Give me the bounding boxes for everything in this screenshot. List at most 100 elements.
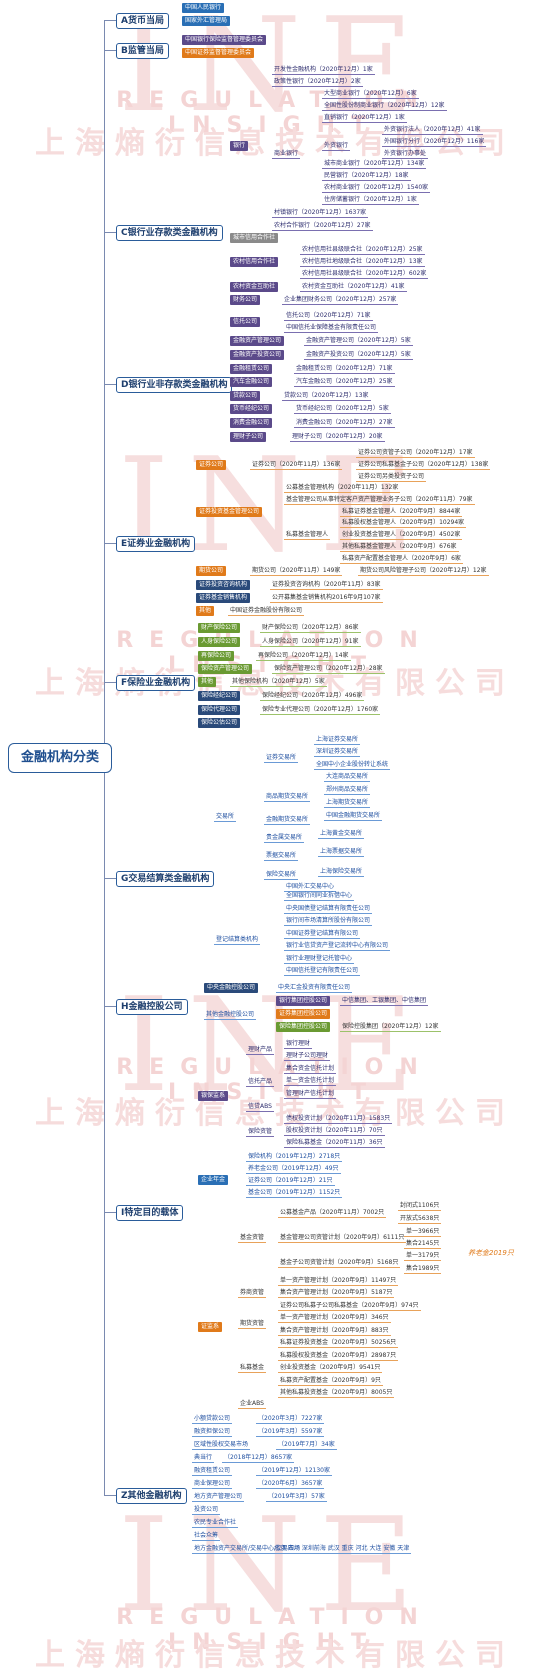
tree-node[interactable]: 人身保险公司 (198, 637, 241, 647)
tree-node[interactable]: 银行集团控股公司 (276, 996, 331, 1006)
tree-node[interactable]: 金融租赁公司 (230, 364, 273, 374)
tree-node[interactable]: 上海黄金交易所 (318, 830, 365, 839)
tree-node[interactable]: 金融资产管理公司 (230, 336, 285, 346)
tree-node[interactable]: 村镇银行（2020年12月）1637家 (272, 209, 369, 218)
tree-node[interactable]: 企业年金 (198, 1175, 229, 1185)
tree-node[interactable]: 中国人民银行 (182, 3, 225, 13)
tree-node[interactable]: 公开募集基金销售机构2016年9月107家 (270, 594, 383, 603)
tree-node[interactable]: 单一资金信托计划 (284, 1077, 337, 1086)
tree-node[interactable]: 人身保险公司（2020年12月）91家 (260, 638, 361, 647)
tree-node[interactable]: 信贷ABS (246, 1103, 274, 1112)
tree-node[interactable]: 银行间市场清算所股份有限公司 (284, 917, 373, 926)
tree-node[interactable]: 养老金公司（2019年12月）49只 (246, 1165, 341, 1174)
tree-node[interactable]: 基金公司（2019年12月）1152只 (246, 1189, 343, 1198)
tree-node[interactable]: 融资租赁公司 (192, 1467, 233, 1476)
tree-node[interactable]: 私募股权投资基金（2020年9月）28987只 (278, 1352, 399, 1361)
tree-node[interactable]: 政策性银行（2020年12月）2家 (272, 78, 363, 87)
tree-node[interactable]: 上海期货交易所 (324, 799, 371, 808)
tree-node[interactable]: 私募资产配置基金管理人（2020年9月）6家 (340, 555, 463, 564)
tree-node[interactable]: 银行业理财登记托管中心 (284, 955, 355, 964)
tree-node[interactable]: 私募基金 (238, 1364, 267, 1373)
tree-node[interactable]: 中国证券金融股份有限公司 (228, 607, 305, 616)
tree-node[interactable]: 投资公司 (192, 1506, 221, 1515)
tree-node[interactable]: 理财子公司理财 (284, 1052, 331, 1061)
tree-node[interactable]: 其他私募投资基金（2020年9月）8005只 (278, 1389, 395, 1398)
tree-node[interactable]: 证券公司 (196, 460, 227, 470)
tree-node[interactable]: 直销银行（2020年12月）1家 (322, 114, 407, 123)
tree-node[interactable]: 金融租赁公司（2020年12月）71家 (294, 365, 395, 374)
tree-node[interactable]: 北京 四川 深圳前海 武汉 重庆 河北 大连 安徽 天津 (272, 1545, 412, 1554)
tree-node[interactable]: 证券公司私募基金子公司（2020年12月）138家 (356, 461, 491, 470)
tree-node[interactable]: 农村信用社地级联合社（2020年12月）13家 (300, 258, 425, 267)
root-node[interactable]: 金融机构分类 (8, 743, 113, 773)
tree-node[interactable]: 消费金融公司（2020年12月）27家 (294, 419, 395, 428)
tree-node[interactable]: 集合资产管理计划（2020年9月）883只 (278, 1327, 391, 1336)
tree-node[interactable]: 保险机构（2019年12月）2718只 (246, 1153, 343, 1162)
tree-node[interactable]: 农村信用合作社 (230, 257, 279, 267)
tree-node[interactable]: 企业集团财务公司（2020年12月）257家 (282, 296, 399, 305)
tree-node[interactable]: 证券公司（2020年11月）136家 (250, 461, 343, 470)
tree-node[interactable]: 其他私募基金管理人（2020年9月）676家 (340, 543, 459, 552)
tree-node[interactable]: 农村资金互助社 (230, 282, 279, 292)
tree-node[interactable]: 理财子公司（2020年12月）20家 (290, 433, 385, 442)
tree-node[interactable]: 基金子公司资管计划（2020年9月）5168只 (278, 1259, 401, 1268)
tree-node[interactable]: 再保险公司 (198, 651, 235, 661)
tree-node[interactable]: 基金管理公司从事特定客户资产管理业务子公司（2020年11月）79家 (284, 496, 475, 505)
tree-node[interactable]: 私募基金管理人 (284, 531, 331, 540)
tree-node[interactable]: 中央金融控股公司 (204, 983, 259, 993)
tree-node[interactable]: 典当行 (192, 1454, 215, 1463)
tree-node[interactable]: 大连商品交易所 (324, 773, 371, 782)
tree-node[interactable]: （2020年6月）3657家 (256, 1480, 325, 1489)
tree-node[interactable]: 其他保险机构（2020年12月）5家 (230, 678, 327, 687)
tree-node[interactable]: 保险公估公司 (198, 718, 241, 728)
tree-node[interactable]: 证券公司资管子公司（2020年12月）17家 (356, 449, 475, 458)
tree-node[interactable]: 期货公司风险管理子公司（2020年12月）12家 (358, 567, 489, 576)
tree-node[interactable]: 债权投资计划（2020年11月）1583只 (284, 1115, 393, 1124)
tree-node[interactable]: 金融资产投资公司 (230, 350, 285, 360)
tree-node[interactable]: 企业ABS (238, 1400, 266, 1409)
tree-node[interactable]: 全国性股份制商业银行（2020年12月）12家 (322, 102, 447, 111)
tree-node[interactable]: （2020年3月）7227家 (256, 1415, 325, 1424)
tree-node[interactable]: 证券投资咨询机构（2020年11月）83家 (270, 581, 383, 590)
tree-node[interactable]: 货币经纪公司（2020年12月）5家 (294, 405, 391, 414)
tree-node[interactable]: 消费金融公司 (230, 418, 273, 428)
tree-node[interactable]: 其他 (196, 606, 215, 616)
tree-node[interactable]: 住房储蓄银行（2020年12月）1家 (322, 196, 419, 205)
tree-node[interactable]: 城市商业银行（2020年12月）134家 (322, 160, 427, 169)
tree-node[interactable]: 保险集团控股公司 (276, 1022, 331, 1032)
tree-node[interactable]: 养老金2019只 (468, 1249, 514, 1257)
tree-node[interactable]: 信托公司 (230, 317, 261, 327)
tree-node[interactable]: 地方金融资产交易所/交易中心/交易市场 (192, 1545, 303, 1554)
tree-node[interactable]: 股权投资计划（2020年11月）70只 (284, 1127, 385, 1136)
tree-node[interactable]: 单一3966只 (404, 1228, 442, 1237)
tree-node[interactable]: 国家外汇管理局 (182, 16, 231, 26)
category-E[interactable]: E证券业金融机构 (116, 536, 196, 552)
tree-node[interactable]: 中国证券登记结算有限公司 (284, 930, 361, 939)
tree-node[interactable]: 农民专业合作社 (192, 1519, 239, 1528)
tree-node[interactable]: 城市信用合作社 (230, 233, 279, 243)
tree-node[interactable]: 金融资产投资公司（2020年12月）5家 (304, 351, 413, 360)
tree-node[interactable]: 期货公司（2020年11月）149家 (250, 567, 343, 576)
tree-node[interactable]: 中国信托登记有限责任公司 (284, 967, 361, 976)
tree-node[interactable]: 证券公司（2019年12月）21只 (246, 1177, 335, 1186)
tree-node[interactable]: 外国银行分行（2020年12月）116家 (382, 138, 487, 147)
tree-node[interactable]: 农村信用社县级联合社（2020年12月）25家 (300, 246, 425, 255)
tree-node[interactable]: 中国银行保险监督管理委员会 (182, 35, 267, 45)
tree-node[interactable]: 单一资产管理计划（2020年9月）346只 (278, 1314, 391, 1323)
tree-node[interactable]: 公募基金管理机构（2020年11月）132家 (284, 484, 401, 493)
tree-node[interactable]: 保险私募基金（2020年11月）36只 (284, 1139, 385, 1148)
category-A[interactable]: A货币当局 (116, 13, 169, 29)
tree-node[interactable]: 保险资产管理公司（2020年12月）28家 (272, 665, 385, 674)
tree-node[interactable]: 财产保险公司 (198, 623, 241, 633)
tree-node[interactable]: 私募资产配置基金（2020年9月）9只 (278, 1377, 383, 1386)
tree-node[interactable]: 农村信用社县级联合社（2020年12月）602家 (300, 270, 429, 279)
tree-node[interactable]: 期货公司 (196, 566, 227, 576)
tree-node[interactable]: 证券基金销售机构 (196, 593, 251, 603)
category-C[interactable]: C银行业存款类金融机构 (116, 225, 223, 241)
tree-node[interactable]: （2019年7月）34家 (276, 1441, 337, 1450)
tree-node[interactable]: 证券公司私募子公司私募基金（2020年9月）974只 (278, 1302, 421, 1311)
tree-node[interactable]: 大型商业银行（2020年12月）6家 (322, 90, 419, 99)
tree-node[interactable]: 深圳证券交易所 (314, 748, 361, 757)
tree-node[interactable]: 私募证券基金管理人（2020年9月）8844家 (340, 508, 463, 517)
tree-node[interactable]: 信托公司（2020年12月）71家 (284, 312, 373, 321)
